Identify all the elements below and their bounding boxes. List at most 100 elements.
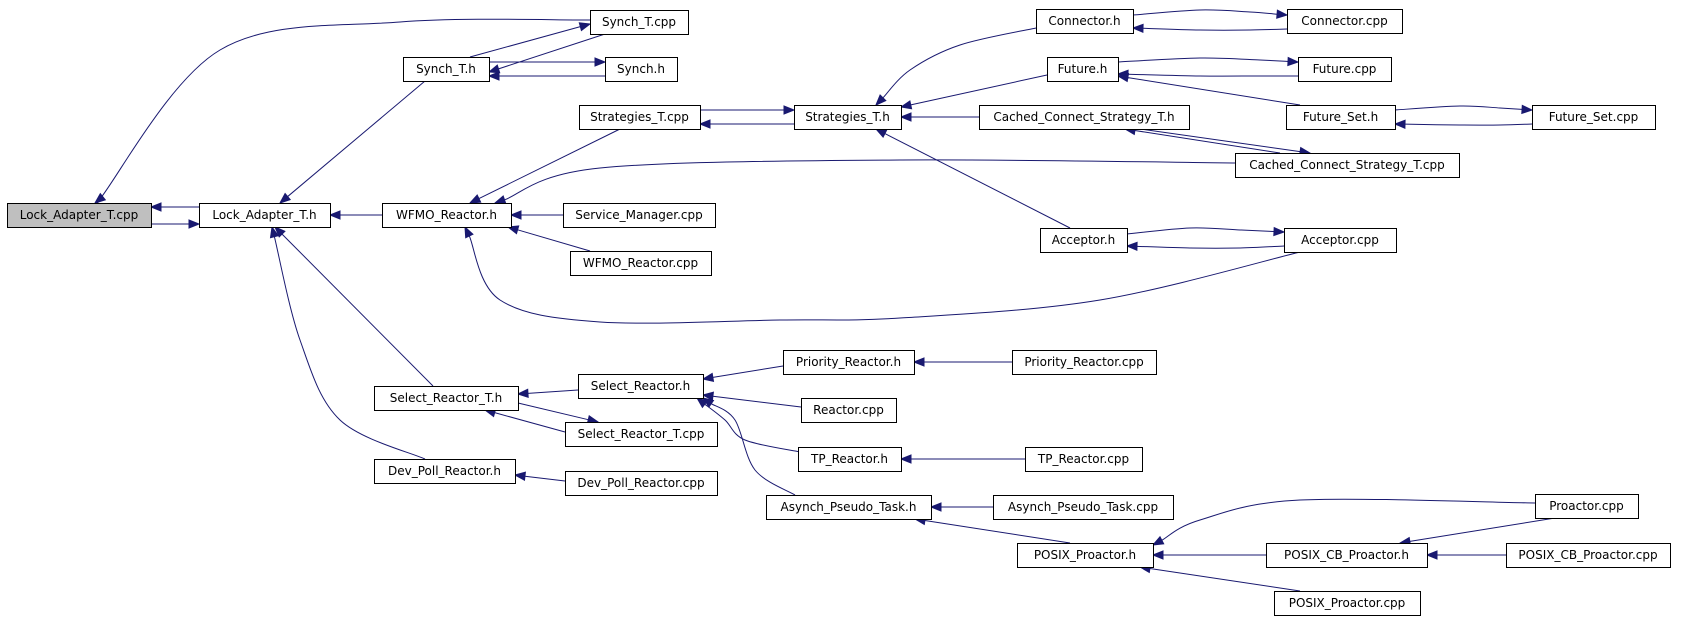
node-select_reactor_t_h[interactable]: Select_Reactor_T.h xyxy=(374,386,519,411)
node-box xyxy=(565,471,718,496)
node-label: Select_Reactor.h xyxy=(591,379,690,393)
edge-priority_reactor_h-to-select_reactor_h xyxy=(712,365,784,378)
node-proactor_cpp[interactable]: Proactor.cpp xyxy=(1535,494,1639,519)
arrowhead-lock_adapter_h-to-lock_adapter_cpp xyxy=(149,202,162,212)
node-future_set_cpp[interactable]: Future_Set.cpp xyxy=(1532,105,1656,130)
node-label: Proactor.cpp xyxy=(1549,499,1624,513)
node-posix_cb_proactor_cpp[interactable]: POSIX_CB_Proactor.cpp xyxy=(1506,543,1671,568)
node-posix_proactor_cpp[interactable]: POSIX_Proactor.cpp xyxy=(1274,591,1421,616)
arrowhead-posix_cb_proactor_cpp-to-posix_cb_proactor_h xyxy=(1425,550,1438,560)
arrowhead-future_h-to-future_cpp xyxy=(1287,56,1300,67)
edge-select_reactor_t_h-to-select_reactor_t_cpp xyxy=(517,402,589,421)
arrowhead-future_set_h-to-future_h xyxy=(1116,72,1130,83)
node-priority_reactor_h[interactable]: Priority_Reactor.h xyxy=(783,350,915,375)
edge-select_reactor_h-to-select_reactor_t_h xyxy=(527,389,579,394)
arrowhead-wfmo_reactor_h-to-lock_adapter_h xyxy=(328,210,341,220)
arrowhead-priority_reactor_h-to-select_reactor_h xyxy=(701,372,715,382)
node-box xyxy=(605,57,678,82)
arrowhead-acceptor_cpp-to-wfmo_reactor_h xyxy=(464,225,474,239)
arrowhead-asynch_pseudo_task_cpp-to-asynch_pseudo_task_h xyxy=(929,502,942,512)
node-tp_reactor_cpp[interactable]: TP_Reactor.cpp xyxy=(1025,447,1143,472)
arrowhead-priority_reactor_cpp-to-priority_reactor_h xyxy=(912,357,925,367)
node-box xyxy=(993,495,1174,520)
edge-wfmo_reactor_cpp-to-wfmo_reactor_h xyxy=(517,229,591,252)
arrowhead-connector_h-to-strategies_t_h xyxy=(875,94,887,106)
node-box xyxy=(570,251,712,276)
node-label: Future.h xyxy=(1058,62,1108,76)
edge-acceptor_cpp-to-wfmo_reactor_h xyxy=(468,235,1301,324)
node-dev_poll_reactor_cpp[interactable]: Dev_Poll_Reactor.cpp xyxy=(565,471,718,496)
node-connector_cpp[interactable]: Connector.cpp xyxy=(1287,9,1403,34)
node-select_reactor_t_cpp[interactable]: Select_Reactor_T.cpp xyxy=(565,422,718,447)
node-box xyxy=(1036,9,1134,34)
arrowhead-acceptor_h-to-strategies_t_h xyxy=(874,128,888,138)
arrowhead-acceptor_h-to-acceptor_cpp xyxy=(1273,226,1286,237)
node-asynch_pseudo_task_cpp[interactable]: Asynch_Pseudo_Task.cpp xyxy=(993,495,1174,520)
arrowhead-asynch_pseudo_task_h-to-select_reactor_h xyxy=(701,397,715,408)
edge-acceptor_cpp-to-acceptor_h xyxy=(1136,245,1285,249)
edge-future_set_h-to-future_set_cpp xyxy=(1394,105,1523,111)
edge-connector_h-to-connector_cpp xyxy=(1132,9,1278,16)
node-box xyxy=(403,57,490,82)
node-dev_poll_reactor_h[interactable]: Dev_Poll_Reactor.h xyxy=(374,459,516,484)
node-synch_t_h[interactable]: Synch_T.h xyxy=(403,57,490,82)
node-future_h[interactable]: Future.h xyxy=(1047,57,1119,82)
node-acceptor_cpp[interactable]: Acceptor.cpp xyxy=(1284,228,1397,253)
node-reactor_cpp[interactable]: Reactor.cpp xyxy=(801,398,897,423)
node-label: Cached_Connect_Strategy_T.h xyxy=(993,110,1174,124)
arrowhead-strategies_t_cpp-to-strategies_t_h xyxy=(783,105,796,115)
edge-select_reactor_t_h-to-lock_adapter_h xyxy=(281,233,434,387)
node-cached_connect_h[interactable]: Cached_Connect_Strategy_T.h xyxy=(979,105,1190,130)
arrowhead-synch_t_h-to-synch_t_cpp xyxy=(578,22,592,32)
node-box xyxy=(1506,543,1671,568)
node-synch_t_cpp[interactable]: Synch_T.cpp xyxy=(590,10,689,35)
node-box xyxy=(1012,350,1157,375)
node-tp_reactor_h[interactable]: TP_Reactor.h xyxy=(798,447,902,472)
node-box xyxy=(374,459,516,484)
node-connector_h[interactable]: Connector.h xyxy=(1036,9,1134,34)
node-priority_reactor_cpp[interactable]: Priority_Reactor.cpp xyxy=(1012,350,1157,375)
node-label: Strategies_T.cpp xyxy=(590,110,689,124)
arrowhead-lock_adapter_cpp-to-lock_adapter_h xyxy=(188,219,201,229)
node-box xyxy=(1535,494,1639,519)
node-select_reactor_h[interactable]: Select_Reactor.h xyxy=(578,374,704,399)
node-lock_adapter_cpp[interactable]: Lock_Adapter_T.cpp xyxy=(7,203,152,228)
node-posix_proactor_h[interactable]: POSIX_Proactor.h xyxy=(1017,543,1154,568)
node-box xyxy=(590,10,689,35)
arrowhead-select_reactor_h-to-select_reactor_t_h xyxy=(516,388,529,399)
node-label: POSIX_Proactor.cpp xyxy=(1289,596,1406,610)
node-service_manager_cpp[interactable]: Service_Manager.cpp xyxy=(563,203,716,228)
arrowhead-future_h-to-strategies_t_h xyxy=(899,100,913,110)
edge-tp_reactor_h-to-select_reactor_h xyxy=(704,403,801,453)
node-wfmo_reactor_h[interactable]: WFMO_Reactor.h xyxy=(382,203,512,228)
node-label: Future_Set.h xyxy=(1303,110,1378,124)
edge-posix_proactor_h-to-asynch_pseudo_task_h xyxy=(924,520,1071,544)
node-wfmo_reactor_cpp[interactable]: WFMO_Reactor.cpp xyxy=(570,251,712,276)
arrowhead-synch_t_cpp-to-synch_t_h xyxy=(487,64,501,74)
arrowhead-tp_reactor_cpp-to-tp_reactor_h xyxy=(899,454,912,464)
arrowhead-synch_h-to-synch_t_h xyxy=(487,71,500,81)
node-strategies_t_cpp[interactable]: Strategies_T.cpp xyxy=(579,105,701,130)
arrowhead-select_reactor_t_h-to-lock_adapter_h xyxy=(274,226,286,238)
edge-synch_t_cpp-to-synch_t_h xyxy=(498,33,606,70)
arrowhead-connector_cpp-to-connector_h xyxy=(1131,23,1144,34)
node-acceptor_h[interactable]: Acceptor.h xyxy=(1040,228,1128,253)
node-box xyxy=(374,386,519,411)
arrowhead-posix_cb_proactor_h-to-posix_proactor_h xyxy=(1151,550,1164,560)
arrowhead-strategies_t_cpp-to-wfmo_reactor_h xyxy=(468,194,482,204)
node-lock_adapter_h[interactable]: Lock_Adapter_T.h xyxy=(199,203,331,228)
node-label: Dev_Poll_Reactor.cpp xyxy=(577,476,704,490)
node-box xyxy=(1298,57,1392,82)
node-box xyxy=(801,398,897,423)
node-strategies_t_h[interactable]: Strategies_T.h xyxy=(794,105,902,130)
node-posix_cb_proactor_h[interactable]: POSIX_CB_Proactor.h xyxy=(1266,543,1428,568)
node-label: Connector.cpp xyxy=(1301,14,1387,28)
node-future_set_h[interactable]: Future_Set.h xyxy=(1286,105,1396,130)
edge-future_h-to-strategies_t_h xyxy=(910,74,1048,106)
node-asynch_pseudo_task_h[interactable]: Asynch_Pseudo_Task.h xyxy=(766,495,932,520)
node-future_cpp[interactable]: Future.cpp xyxy=(1298,57,1392,82)
node-label: Select_Reactor_T.h xyxy=(390,391,502,405)
node-cached_connect_cpp[interactable]: Cached_Connect_Strategy_T.cpp xyxy=(1235,153,1460,178)
node-synch_h[interactable]: Synch.h xyxy=(605,57,678,82)
